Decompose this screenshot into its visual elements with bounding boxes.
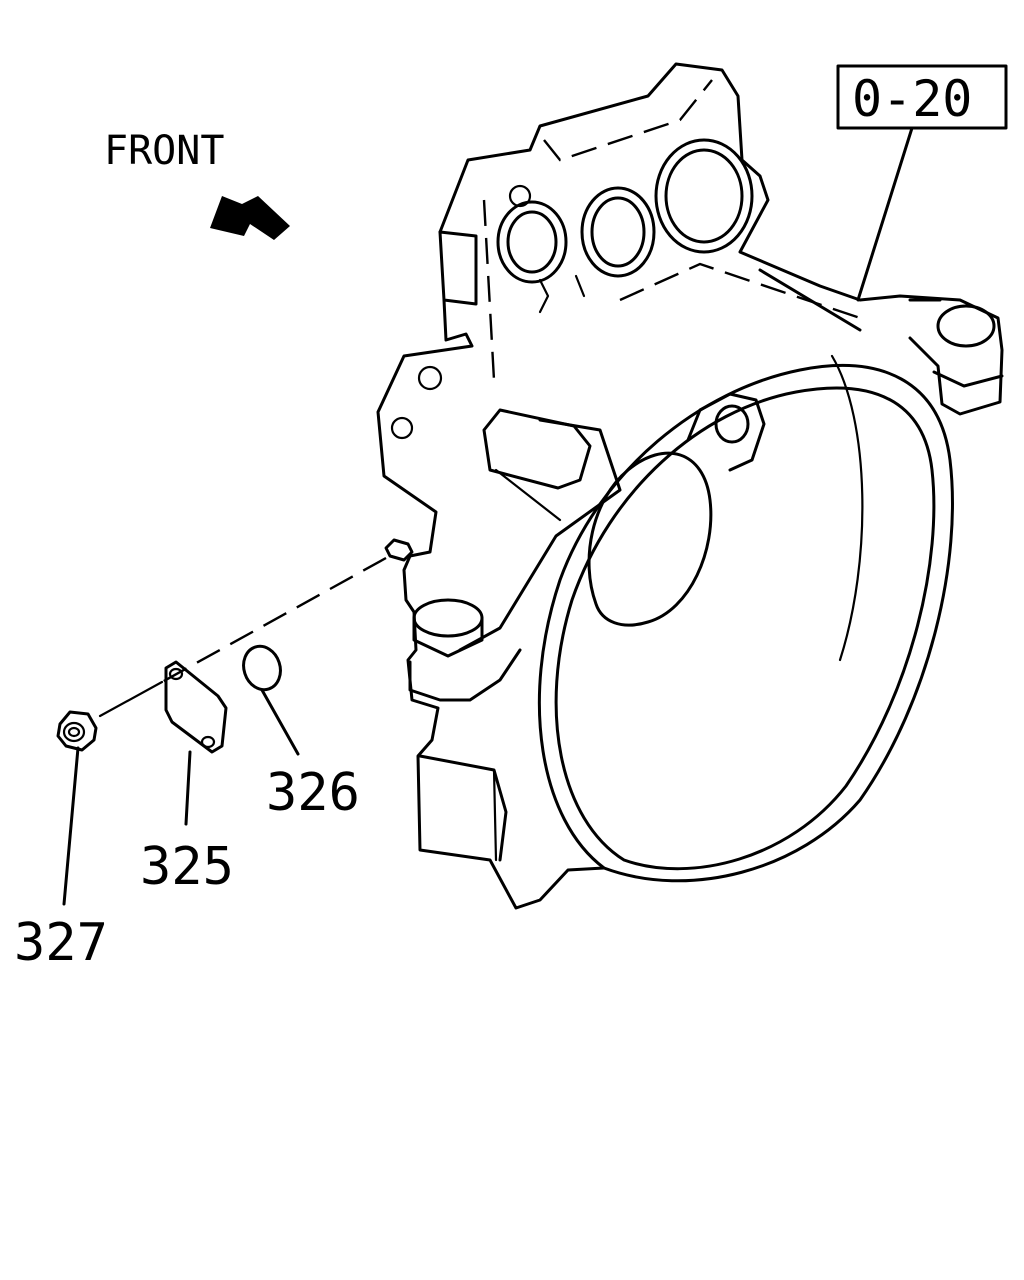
bell-housing-outer <box>537 364 954 883</box>
cover-plate-325[interactable] <box>164 660 228 754</box>
reference-leader-line <box>856 126 914 302</box>
leader-327 <box>62 746 80 906</box>
bore-1 <box>496 200 568 284</box>
label-326: 326 <box>266 763 360 823</box>
crank-opening <box>587 451 713 627</box>
nut-assembly-line <box>98 680 164 718</box>
bore-2 <box>580 186 656 278</box>
front-label: FRONT <box>104 128 224 174</box>
reference-box-text: 0-20 <box>852 70 972 128</box>
flywheel-housing <box>376 62 1004 910</box>
nut-327[interactable] <box>56 710 98 752</box>
reference-box-frame <box>836 64 1008 130</box>
label-325: 325 <box>140 837 234 897</box>
dowel-pin <box>384 538 414 562</box>
label-327: 327 <box>14 913 108 973</box>
reference-box: 0-20 <box>836 64 1008 130</box>
bell-housing-inner <box>554 386 936 871</box>
front-arrow-icon <box>210 196 290 240</box>
bore-3 <box>654 138 754 254</box>
right-lug-hole <box>936 304 996 348</box>
block-tab <box>438 230 478 306</box>
leader-325 <box>184 750 192 826</box>
mount-boss <box>412 598 484 638</box>
assembly-line <box>161 556 387 684</box>
leader-326 <box>260 688 300 756</box>
o-ring-326[interactable] <box>238 642 286 695</box>
